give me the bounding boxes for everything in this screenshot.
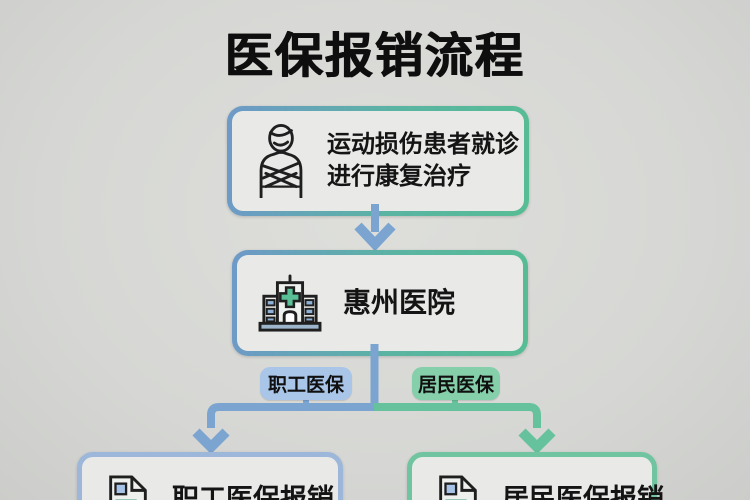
- employee-arrowhead: [192, 428, 230, 454]
- page-title: 医保报销流程: [224, 30, 525, 83]
- hospital-building-icon: [258, 274, 322, 332]
- reimbursement-invoice-icon: $: [439, 475, 477, 500]
- resident-insurance-branch-label: 居民医保: [412, 367, 500, 400]
- hospital-node-label: 惠州医院: [343, 286, 456, 318]
- employee-reimbursement-label: 职工医保报销: [172, 484, 334, 500]
- employee-reimbursement-node: $ 职工医保报销: [77, 452, 343, 500]
- employee-branch-line: [207, 403, 374, 428]
- branch-connector: [192, 344, 556, 454]
- reimbursement-invoice-icon: $: [109, 475, 147, 500]
- resident-branch-line: [374, 403, 541, 428]
- patient-node-line2: 进行康复治疗: [327, 163, 471, 190]
- employee-insurance-branch-label: 职工医保: [260, 367, 352, 400]
- hospital-node-body: 惠州医院: [237, 255, 523, 351]
- patient-node: 运动损伤患者就诊 进行康复治疗: [227, 106, 529, 216]
- injured-patient-icon: [259, 124, 303, 198]
- patient-node-label: 运动损伤患者就诊 进行康复治疗: [327, 129, 519, 192]
- resident-arrowhead: [518, 428, 556, 454]
- patient-node-line1: 运动损伤患者就诊: [327, 131, 519, 159]
- resident-reimbursement-label: 居民医保报销: [502, 484, 664, 500]
- resident-reimbursement-node: $ 居民医保报销: [407, 452, 664, 500]
- hospital-node: 惠州医院: [232, 250, 528, 356]
- patient-node-body: 运动损伤患者就诊 进行康复治疗: [232, 111, 524, 211]
